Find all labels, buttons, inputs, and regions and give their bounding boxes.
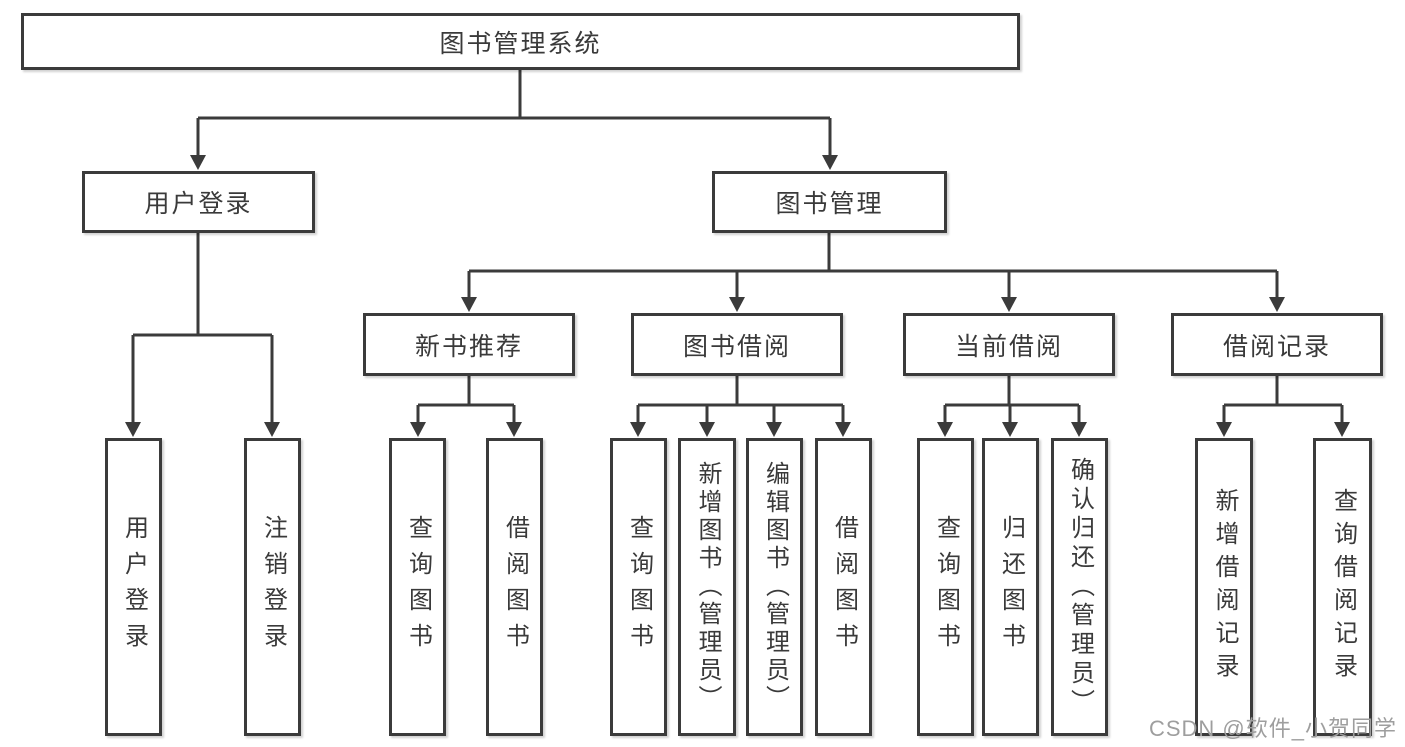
node-library-system: 图书管理系统 (21, 13, 1020, 70)
leaf-add-borrow-record: 新增借阅记录 (1195, 438, 1253, 736)
leaf-return-books: 归还图书 (982, 438, 1039, 736)
node-book-management: 图书管理 (712, 171, 947, 233)
node-book-borrowing: 图书借阅 (631, 313, 843, 376)
leaf-user-login: 用户登录 (105, 438, 162, 736)
node-borrowing-records: 借阅记录 (1171, 313, 1383, 376)
node-new-book-recommend: 新书推荐 (363, 313, 575, 376)
watermark: CSDN @软件_小贺同学 (1148, 716, 1397, 741)
leaf-confirm-return-admin: 确认归还（管理员） (1051, 438, 1108, 736)
leaf-borrow-books-recommend: 借阅图书 (486, 438, 543, 736)
leaf-edit-books-admin: 编辑图书（管理员） (746, 438, 803, 736)
leaf-query-borrow-record: 查询借阅记录 (1313, 438, 1372, 736)
leaf-query-books-current: 查询图书 (917, 438, 974, 736)
leaf-query-books-recommend: 查询图书 (389, 438, 446, 736)
leaf-logout: 注销登录 (244, 438, 301, 736)
node-current-borrowing: 当前借阅 (903, 313, 1115, 376)
leaf-borrow-books-borrowing: 借阅图书 (815, 438, 872, 736)
leaf-add-books-admin: 新增图书（管理员） (678, 438, 736, 736)
node-user-login: 用户登录 (82, 171, 315, 233)
leaf-query-books-borrowing: 查询图书 (610, 438, 667, 736)
